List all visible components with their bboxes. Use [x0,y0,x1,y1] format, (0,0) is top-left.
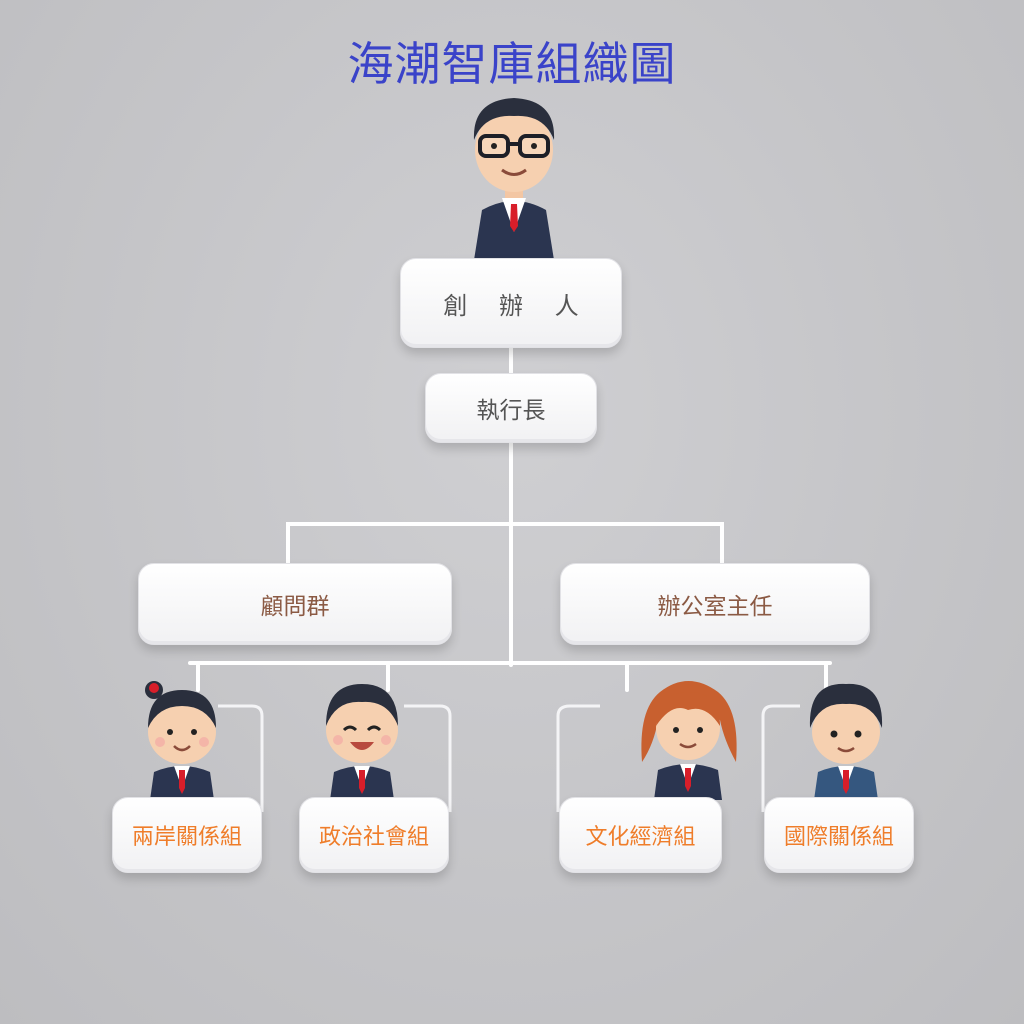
chart-title: 海潮智庫組織圖 [347,37,677,91]
node-advisors-label: 顧問群 [260,594,330,620]
node-group-culture-economy: 文化經濟組 [559,797,722,873]
node-group-politics-society: 政治社會組 [299,797,449,873]
avatar-g3 [641,681,737,800]
avatar-g2 [326,684,398,800]
card-frame-g1 [218,704,264,812]
node-group-label: 文化經濟組 [585,825,696,850]
node-founder-label: 創 辦 人 [443,291,591,320]
node-group-cross-strait: 兩岸關係組 [112,797,262,873]
avatar-g4 [809,683,883,800]
node-advisors: 顧問群 [138,563,452,645]
node-group-international: 國際關係組 [764,797,914,873]
node-group-label: 兩岸關係組 [131,825,242,850]
card-frames [218,704,800,812]
node-group-label: 政治社會組 [318,825,429,850]
card-frame-g3 [556,704,600,812]
node-ceo-label: 執行長 [476,398,546,424]
founder-avatar [473,98,555,260]
avatar-g1 [145,681,216,800]
node-office-director-label: 辦公室主任 [657,594,773,620]
connector-level2 [286,522,724,565]
node-office-director: 辦公室主任 [560,563,870,645]
card-frame-g2 [404,704,452,812]
node-group-label: 國際關係組 [783,825,894,850]
card-frame-g4 [761,704,800,812]
node-founder: 創 辦 人 [400,258,622,348]
node-ceo: 執行長 [425,373,597,443]
